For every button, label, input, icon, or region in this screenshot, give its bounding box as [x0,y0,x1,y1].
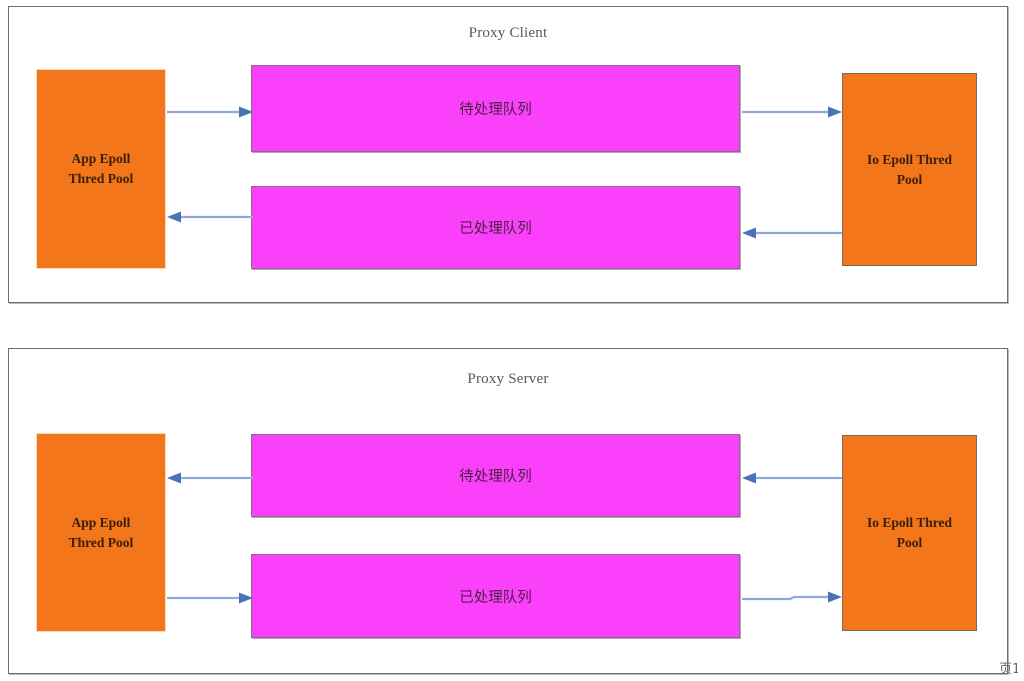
io-epoll-thread-pool-server: Io Epoll Thred Pool [842,435,977,631]
queue-box-pending-server: 待处理队列 [251,434,740,517]
pool-label-line1: App Epoll [71,514,131,530]
pool-label-line1: Io Epoll Thred [866,151,953,167]
queue-label: 待处理队列 [459,102,532,118]
page-marker-label: 页 [998,662,1012,677]
arrow-io-to-pending-server [742,471,842,485]
queue-box-processed-server: 已处理队列 [251,554,740,638]
page-number: 1 [1012,662,1018,677]
queue-box-processed-client: 已处理队列 [251,186,740,269]
pool-label-text: Io Epoll Thred Pool [867,150,952,189]
pool-label-text: Io Epoll Thred Pool [867,513,952,552]
pool-label-line2: Thred Pool [68,534,134,550]
queue-label: 待处理队列 [459,469,532,485]
panel-title-proxy-server: Proxy Server [467,371,549,387]
app-epoll-thread-pool-server: App Epoll Thred Pool [36,433,166,632]
pool-label-line2: Pool [896,171,923,187]
panel-proxy-server: Proxy Server App Epoll Thred Pool Io Epo… [8,348,1008,674]
panel-proxy-client: Proxy Client App Epoll Thred Pool Io Epo… [8,6,1008,303]
pool-label-text: App Epoll Thred Pool [69,513,134,552]
pool-label-line2: Pool [896,535,923,550]
arrow-pending-to-app-server [167,471,253,485]
arrow-app-to-pending-client [167,105,253,119]
arrow-pending-to-io-client [742,105,842,119]
arrow-io-to-processed-client [742,226,842,240]
pool-label-line1: Io Epoll Thred [866,515,953,531]
queue-label: 已处理队列 [459,589,532,606]
arrow-processed-to-app-client [167,210,253,224]
queue-box-pending-client: 待处理队列 [251,65,740,152]
app-epoll-thread-pool-client: App Epoll Thred Pool [36,69,166,269]
arrow-processed-to-io-server [742,591,842,605]
pool-label-line2: Thred Pool [68,171,134,186]
arrow-app-to-processed-server [167,591,253,605]
io-epoll-thread-pool-client: Io Epoll Thred Pool [842,73,977,266]
panel-title-proxy-client: Proxy Client [468,25,548,41]
queue-label: 已处理队列 [459,221,532,237]
pool-label-text: App Epoll Thred Pool [69,149,134,188]
pool-label-line1: App Epoll [71,151,131,167]
page-marker: 页1 [999,658,1018,677]
